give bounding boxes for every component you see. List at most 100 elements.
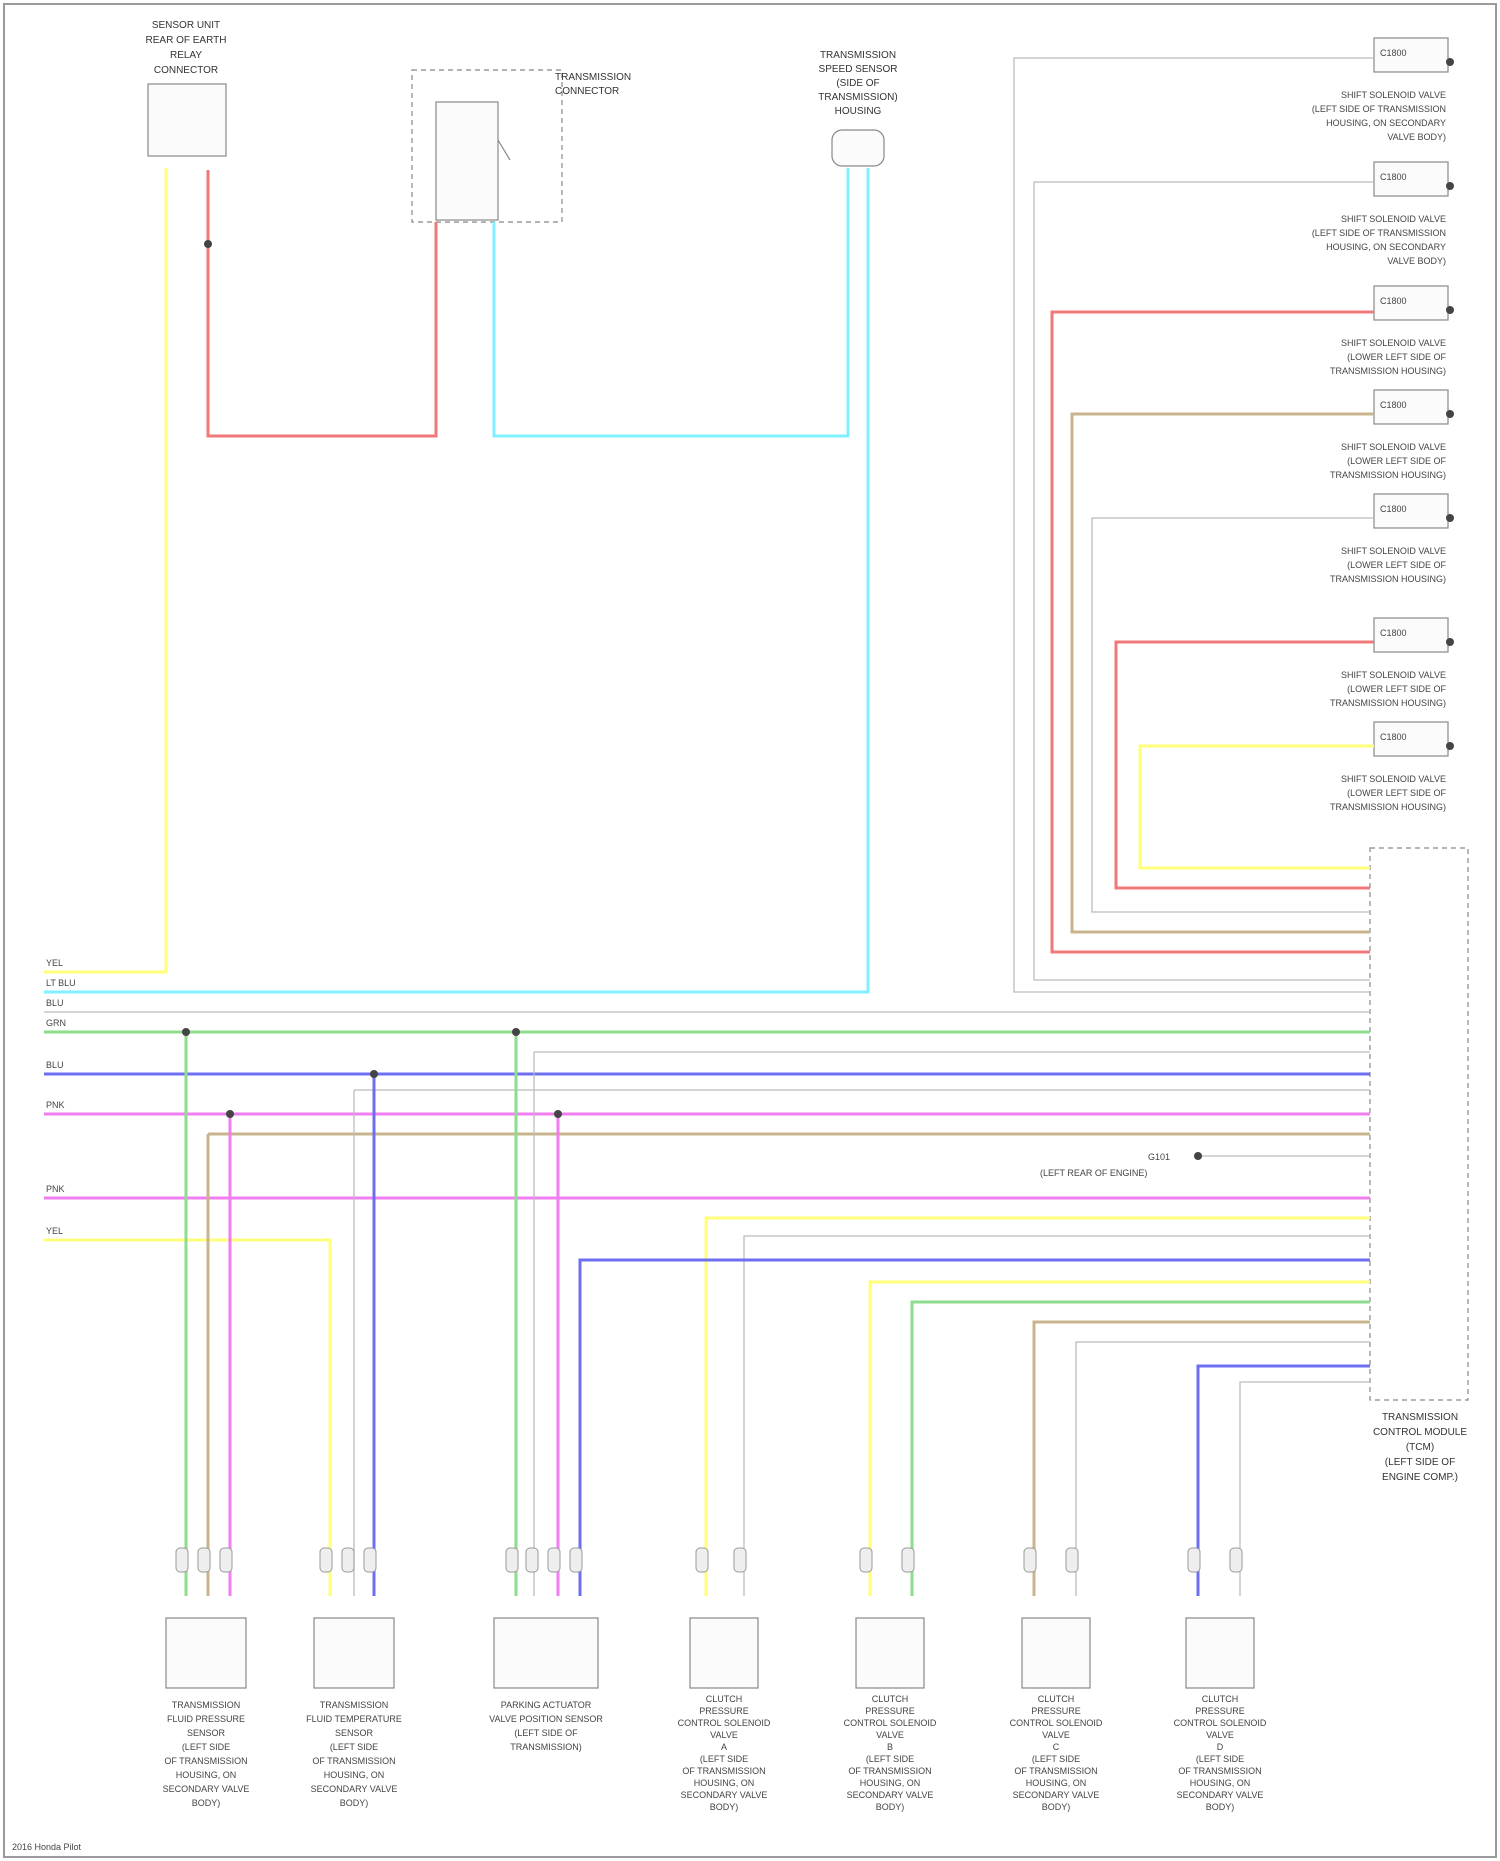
label-line: (LOWER LEFT SIDE OF — [1347, 560, 1446, 570]
component-box — [494, 1618, 598, 1688]
label-line: TRANSMISSION HOUSING) — [1330, 698, 1446, 708]
label-line: CLUTCH — [706, 1694, 743, 1704]
label-line: BODY) — [876, 1802, 905, 1812]
wire-label: BLU — [46, 1060, 64, 1070]
label-line: BODY) — [192, 1798, 221, 1808]
shift-solenoid: C1800 SHIFT SOLENOID VALVE (LOWER LEFT S… — [1330, 286, 1448, 376]
label-line: (LOWER LEFT SIDE OF — [1347, 352, 1446, 362]
tcm-outline — [1370, 848, 1468, 1400]
wire-solenoid-2 — [1034, 182, 1374, 980]
label-line: FLUID PRESSURE — [167, 1714, 245, 1724]
bottom-component: TRANSMISSION FLUID TEMPERATURE SENSOR (L… — [306, 1618, 402, 1808]
wire-label: PNK — [46, 1184, 65, 1194]
shift-solenoid: C1800 SHIFT SOLENOID VALVE (LEFT SIDE OF… — [1312, 162, 1448, 266]
label-line: CONTROL SOLENOID — [1174, 1718, 1267, 1728]
label-line: VALVE — [1206, 1730, 1234, 1740]
switch-top: TRANSMISSION CONNECTOR — [412, 70, 631, 222]
sensor-top-left: SENSOR UNIT REAR OF EARTH RELAY CONNECTO… — [146, 20, 227, 156]
label-line: C — [1053, 1742, 1060, 1752]
label-line: VALVE BODY) — [1387, 132, 1446, 142]
label-line: OF TRANSMISSION — [848, 1766, 931, 1776]
label-line: SECONDARY VALVE — [311, 1784, 398, 1794]
wire-solenoid-3 — [1052, 312, 1374, 952]
footer: 2016 Honda Pilot — [12, 1842, 82, 1852]
label-line: SHIFT SOLENOID VALVE — [1341, 442, 1446, 452]
shift-solenoid: C1800 SHIFT SOLENOID VALVE (LOWER LEFT S… — [1330, 618, 1448, 708]
wire-cyan-top — [494, 168, 848, 436]
wire-label: BLU — [46, 998, 64, 1008]
bottom-component: TRANSMISSION FLUID PRESSURE SENSOR (LEFT… — [163, 1618, 250, 1808]
label-line: TRANSMISSION — [320, 1700, 389, 1710]
shift-solenoid: C1800 SHIFT SOLENOID VALVE (LOWER LEFT S… — [1330, 390, 1448, 480]
label-line: (LEFT SIDE — [1032, 1754, 1080, 1764]
label-line: TRANSMISSION) — [510, 1742, 582, 1752]
wire-solenoid-6 — [1116, 642, 1374, 888]
wire-blue-lower — [580, 1260, 1370, 1596]
label-line: (LEFT SIDE — [1196, 1754, 1244, 1764]
label-line: VALVE — [710, 1730, 738, 1740]
component-box — [1186, 1618, 1254, 1688]
wire-cyan-long — [44, 168, 868, 992]
component-box — [166, 1618, 246, 1688]
label-line: CONNECTOR — [555, 86, 619, 97]
component-box — [856, 1618, 924, 1688]
label-line: SENSOR — [335, 1728, 374, 1738]
label-line: TRANSMISSION HOUSING) — [1330, 366, 1446, 376]
wire-gray-lower — [744, 1236, 1370, 1596]
label-line: OF TRANSMISSION — [1178, 1766, 1261, 1776]
connector-label: C1800 — [1380, 172, 1407, 182]
label-line: (LEFT SIDE — [700, 1754, 748, 1764]
label-line: VALVE BODY) — [1387, 256, 1446, 266]
wire-gray-lower-3 — [1240, 1382, 1370, 1596]
label-line: RELAY — [170, 50, 202, 61]
wire-yellow-lower-2 — [870, 1282, 1370, 1596]
label-line: CLUTCH — [872, 1694, 909, 1704]
label-line: SHIFT SOLENOID VALVE — [1341, 90, 1446, 100]
label-line: PRESSURE — [865, 1706, 915, 1716]
label-line: PRESSURE — [699, 1706, 749, 1716]
label-line: TRANSMISSION HOUSING) — [1330, 802, 1446, 812]
label-line: BODY) — [1042, 1802, 1071, 1812]
label-line: PARKING ACTUATOR — [501, 1700, 592, 1710]
ground-dot — [1194, 1152, 1202, 1160]
component-box — [1022, 1618, 1090, 1688]
label-line: (LEFT SIDE — [330, 1742, 378, 1752]
wire-yellow-top — [44, 168, 166, 972]
label-line: PRESSURE — [1195, 1706, 1245, 1716]
wire-label: YEL — [46, 1226, 63, 1236]
label-line: HOUSING, ON SECONDARY — [1326, 118, 1446, 128]
bottom-component: CLUTCH PRESSURE CONTROL SOLENOID VALVE D… — [1174, 1618, 1267, 1812]
sensor-box — [148, 84, 226, 156]
label-line: SECONDARY VALVE — [1013, 1790, 1100, 1800]
connector-bumps — [176, 1548, 1242, 1572]
label-line: ENGINE COMP.) — [1382, 1472, 1458, 1483]
component-box — [314, 1618, 394, 1688]
label-line: SHIFT SOLENOID VALVE — [1341, 338, 1446, 348]
label-line: PRESSURE — [1031, 1706, 1081, 1716]
shift-solenoid: C1800 SHIFT SOLENOID VALVE (LOWER LEFT S… — [1330, 494, 1448, 584]
bottom-component: CLUTCH PRESSURE CONTROL SOLENOID VALVE C… — [1010, 1618, 1103, 1812]
connector-label: C1800 — [1380, 732, 1407, 742]
label-line: (LEFT SIDE OF — [514, 1728, 578, 1738]
connector-label: C1800 — [1380, 400, 1407, 410]
label-line: HOUSING, ON — [860, 1778, 921, 1788]
label-line: SECONDARY VALVE — [681, 1790, 768, 1800]
label-line: SPEED SENSOR — [819, 64, 898, 75]
speed-sensor-box — [832, 130, 884, 166]
wire-red-top — [208, 170, 436, 436]
connector-label: C1800 — [1380, 296, 1407, 306]
label-line: A — [721, 1742, 727, 1752]
label-line: (LEFT SIDE — [182, 1742, 230, 1752]
label-line: (LEFT SIDE OF — [1385, 1457, 1455, 1468]
label-line: TRANSMISSION — [172, 1700, 241, 1710]
label-line: CONTROL SOLENOID — [1010, 1718, 1103, 1728]
connector-label: C1800 — [1380, 48, 1407, 58]
label-line: TRANSMISSION) — [818, 92, 897, 103]
label-line: SECONDARY VALVE — [1177, 1790, 1264, 1800]
wire-blue-lower-2 — [1198, 1366, 1370, 1596]
label-line: (LOWER LEFT SIDE OF — [1347, 456, 1446, 466]
label-line: BODY) — [710, 1802, 739, 1812]
wire-label: YEL — [46, 958, 63, 968]
label-line: CLUTCH — [1202, 1694, 1239, 1704]
left-wire-labels: YEL LT BLU BLU GRN BLU PNK PNK YEL — [46, 958, 76, 1236]
